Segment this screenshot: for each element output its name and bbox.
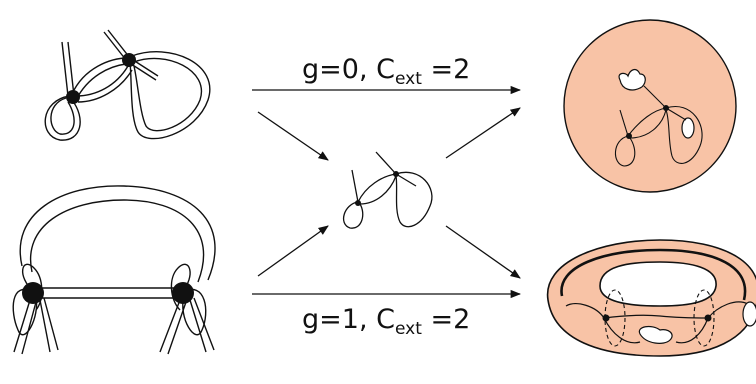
vertex-dot: [122, 53, 136, 67]
vertex-dot: [393, 171, 399, 177]
arrow-center-to-sphere: [445, 107, 521, 159]
vertex-dot: [355, 200, 361, 206]
label-top-genus: g=0,: [302, 54, 368, 85]
arrow-top-to-center: [257, 111, 329, 161]
arrow-bottom-to-center: [257, 225, 329, 277]
torus-surface: [546, 239, 756, 357]
boundary-hole: [742, 301, 756, 327]
label-bottom-genus: g=1,: [302, 304, 368, 335]
ribbon-graph-genus-0: [44, 29, 211, 141]
arrows: [252, 85, 522, 299]
vertex-dot: [172, 282, 194, 304]
boundary-hole: [681, 117, 695, 139]
label-bottom-eq: =2: [430, 304, 471, 335]
vertex-dot: [66, 90, 80, 104]
label-top-sub: ext: [394, 69, 422, 89]
vertex-dot: [22, 282, 44, 304]
center-graph: [342, 151, 433, 229]
label-top-c: C: [376, 54, 395, 85]
label-bottom: g=1, Cext =2: [302, 306, 470, 338]
boundary-hole: [618, 68, 646, 91]
label-top: g=0, Cext =2: [302, 56, 470, 88]
sphere-surface: [563, 19, 737, 193]
label-top-eq: =2: [430, 54, 471, 85]
label-bottom-c: C: [376, 304, 395, 335]
arrow-center-to-torus: [445, 225, 521, 279]
label-bottom-sub: ext: [394, 319, 422, 339]
boundary-hole: [638, 325, 673, 344]
ribbon-graph-genus-1: [12, 185, 216, 355]
